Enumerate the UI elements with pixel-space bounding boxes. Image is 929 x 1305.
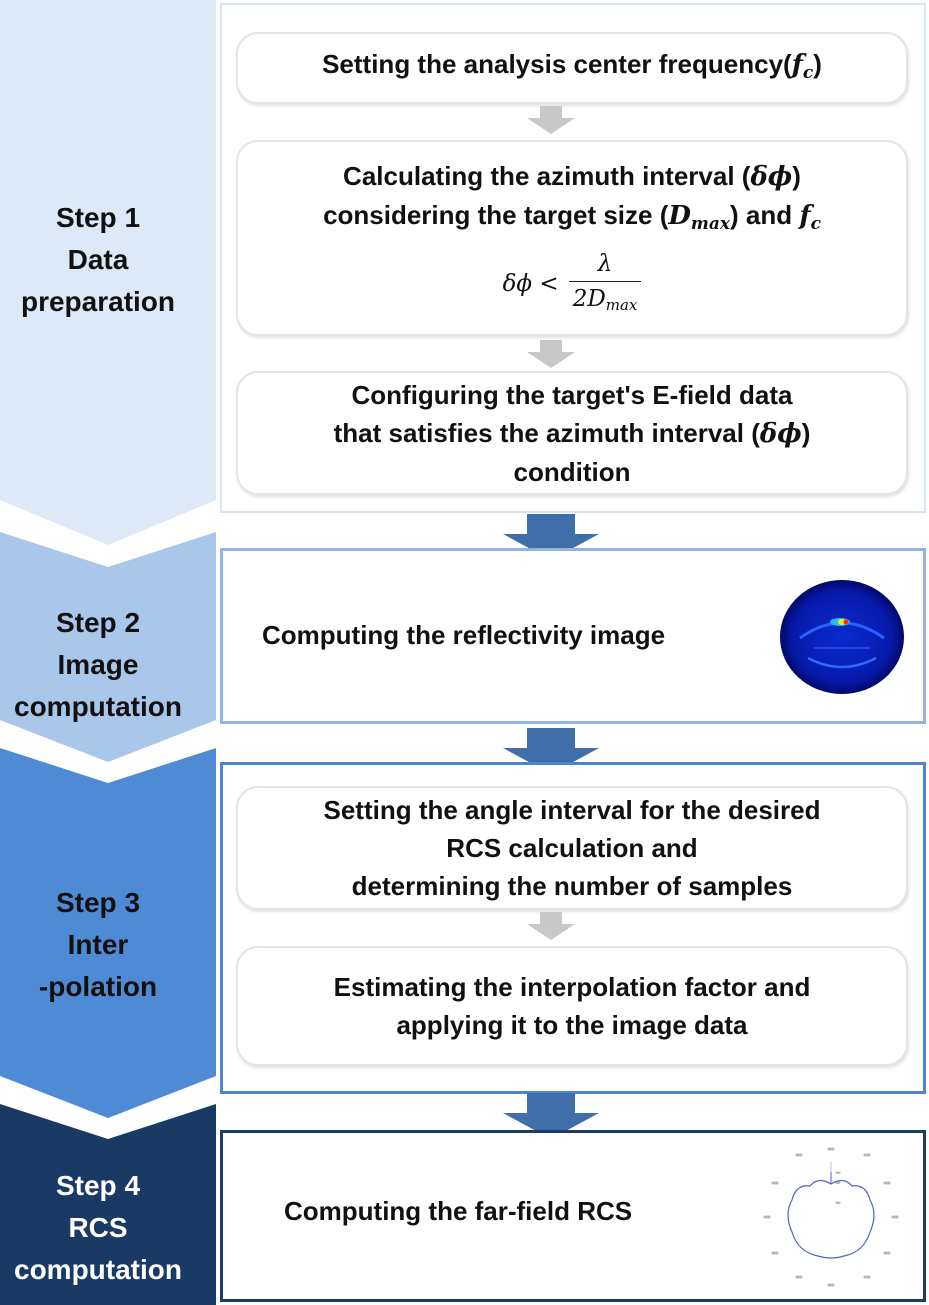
interpolation-factor-line1: Estimating the interpolation factor and [333, 972, 811, 1002]
dmax-d: D [668, 200, 691, 231]
fc-symbol-2: fc [799, 200, 821, 234]
step3-label-line3: -polation [38, 971, 158, 1002]
formula-denominator: 2Dmax [568, 280, 642, 320]
far-field-rcs-text: Computing the far-field RCS [284, 1196, 633, 1226]
configure-efield-line2-text: that satisfies the azimuth interval ( [333, 417, 760, 448]
step2-chevron-shape [0, 532, 216, 762]
reflectivity-image-icon [780, 580, 904, 694]
formula-den-sub: max [605, 295, 638, 314]
down-arrow-icon [527, 340, 575, 368]
fc2-sub: c [810, 213, 821, 234]
rcs-polar-plot-thumbnail [760, 1142, 902, 1295]
delta-phi-symbol: δϕ [750, 161, 793, 192]
step2-label-line1: Step 2 [55, 607, 141, 638]
flow-arrow-2 [503, 728, 599, 774]
flow-arrow-1 [503, 514, 599, 560]
dmax-symbol: Dmax [668, 200, 731, 234]
interpolation-factor-line2: applying it to the image data [396, 1010, 748, 1040]
step2-label-line2: Image [57, 649, 139, 680]
step3-chevron-shape [0, 748, 216, 1118]
azimuth-interval-line2: considering the target size (Dmax) and f… [323, 196, 821, 243]
azimuth-interval-line1: Calculating the azimuth interval (δϕ) [343, 157, 801, 196]
delta-phi-symbol-2: δϕ [759, 418, 802, 449]
angle-interval-line1: Setting the angle interval for the desir… [323, 795, 821, 825]
azimuth-formula: δϕ < λ 2Dmax [503, 249, 642, 320]
step1-label-line2: Data [67, 244, 129, 275]
step4-label-line3: computation [14, 1254, 182, 1285]
rcs-polar-plot-icon [763, 1147, 899, 1287]
azimuth-interval-line1-close: ) [792, 160, 801, 191]
down-arrow-icon [527, 106, 575, 134]
step3-label: Step 3 Inter -polation [0, 880, 196, 1010]
dmax-sub: max [690, 213, 731, 234]
angle-interval-line3: determining the number of samples [351, 871, 793, 901]
inner-arrow-2 [527, 340, 575, 368]
azimuth-interval-line2-text: considering the target size ( [323, 199, 669, 230]
formula-fraction: λ 2Dmax [568, 249, 642, 320]
step3-label-line1: Step 3 [55, 887, 141, 918]
azimuth-interval-line1-text: Calculating the azimuth interval ( [343, 160, 751, 191]
step1-label-line1: Step 1 [55, 202, 141, 233]
step4-label-line1: Step 4 [55, 1170, 141, 1201]
step3-label-line2: Inter [67, 929, 129, 960]
step4-panel [220, 1130, 926, 1302]
angle-interval-line2: RCS calculation and [446, 833, 698, 863]
configure-efield-line1: Configuring the target's E-field data [351, 379, 793, 410]
fc-f: f [791, 49, 803, 80]
reflectivity-image-thumbnail [778, 578, 906, 701]
step2-chevron [0, 532, 216, 762]
set-center-frequency-box: Setting the analysis center frequency(fc… [236, 32, 908, 104]
azimuth-interval-box: Calculating the azimuth interval (δϕ) co… [236, 140, 908, 336]
azimuth-interval-line2-mid: ) and [730, 199, 800, 230]
step4-label: Step 4 RCS computation [0, 1163, 196, 1293]
flow-arrow-3 [503, 1093, 599, 1139]
set-center-frequency-label: Setting the analysis center frequency( [322, 48, 792, 79]
set-center-frequency-close: ) [813, 48, 822, 79]
configure-efield-line2: that satisfies the azimuth interval (δϕ) [334, 414, 811, 453]
configure-efield-box: Configuring the target's E-field data th… [236, 371, 908, 495]
step2-label-line3: computation [14, 691, 182, 722]
down-arrow-icon [503, 1093, 599, 1139]
inner-arrow-1 [527, 106, 575, 134]
formula-lhs: δϕ < [502, 271, 559, 297]
configure-efield-line2-close: ) [801, 417, 811, 448]
step1-label: Step 1 Data preparation [0, 195, 196, 325]
step4-chevron-shape [0, 1104, 216, 1305]
step1-label-line3: preparation [20, 286, 176, 317]
down-arrow-icon [527, 912, 575, 940]
interpolation-factor-box: Estimating the interpolation factor and … [236, 946, 908, 1066]
fc-symbol: fc [791, 49, 814, 83]
set-center-frequency-text: Setting the analysis center frequency(fc… [322, 45, 822, 92]
step4-chevron [0, 1104, 216, 1305]
down-arrow-icon [503, 514, 599, 560]
inner-arrow-3 [527, 912, 575, 940]
formula-den-text: 2D [572, 285, 606, 312]
step1-chevron-shape [0, 0, 216, 545]
step3-chevron [0, 748, 216, 1118]
reflectivity-image-text: Computing the reflectivity image [262, 620, 666, 650]
fc-sub: c [802, 62, 814, 83]
configure-efield-line3: condition [513, 456, 631, 487]
down-arrow-icon [503, 728, 599, 774]
formula-numerator: λ [597, 250, 613, 277]
angle-interval-box: Setting the angle interval for the desir… [236, 786, 908, 910]
step4-label-line2: RCS [68, 1212, 128, 1243]
step2-label: Step 2 Image computation [0, 600, 196, 730]
step1-chevron [0, 0, 216, 545]
fc2-f: f [799, 200, 811, 231]
